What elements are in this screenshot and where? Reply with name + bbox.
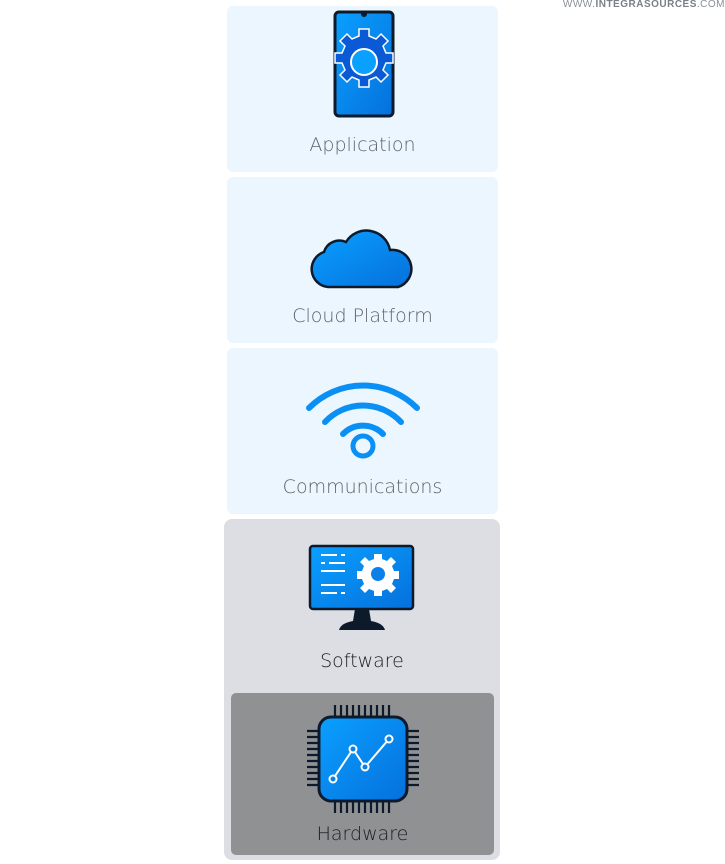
phone-gear-icon bbox=[333, 10, 394, 118]
watermark: WWW.INTEGRASOURCES.COM bbox=[562, 0, 725, 10]
layer-hardware: Hardware bbox=[231, 693, 494, 855]
layer-label: Cloud Platform bbox=[292, 305, 433, 327]
layer-label: Communications bbox=[282, 476, 443, 498]
monitor-gear-icon bbox=[308, 544, 415, 630]
layer-application: Application bbox=[227, 6, 498, 172]
layer-cloud-platform: Cloud Platform bbox=[227, 177, 498, 343]
layer-label: Software bbox=[320, 650, 404, 672]
chip-icon bbox=[306, 705, 419, 813]
wifi-icon bbox=[305, 382, 420, 459]
layer-label: Application bbox=[309, 134, 416, 156]
layer-label: Hardware bbox=[316, 823, 409, 845]
cloud-icon bbox=[309, 229, 413, 289]
layer-communications: Communications bbox=[227, 348, 498, 514]
layer-software: Software Hardware bbox=[224, 519, 500, 860]
